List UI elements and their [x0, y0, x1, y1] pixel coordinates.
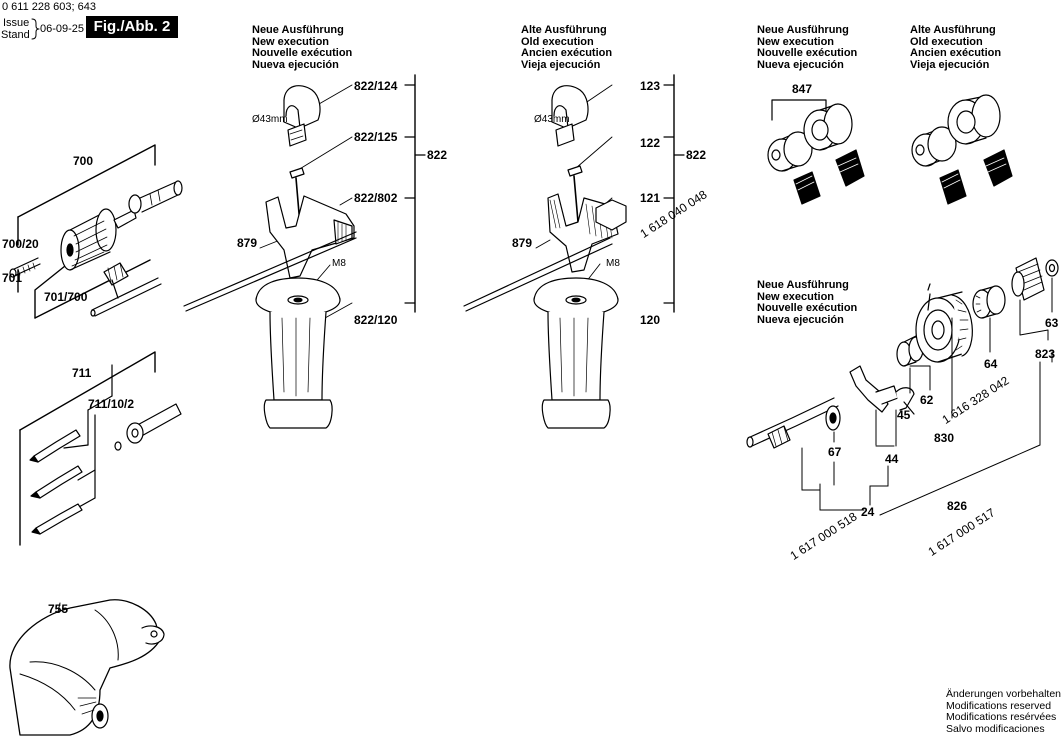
heading-line-es: Vieja ejecución	[521, 58, 601, 71]
drill-chuck-700-drawing	[9, 144, 183, 319]
heading-old-execution-bushing: Alte Ausführung Old execution Ancien exé…	[910, 24, 1002, 71]
part-label-711-10-2: 711/10/2	[88, 397, 135, 411]
part-label-67: 67	[828, 445, 842, 459]
part-label-701: 701	[2, 271, 23, 285]
part-label-24: 24	[861, 505, 875, 519]
part-label-879-old: 879	[512, 236, 533, 250]
part-label-822-124: 822/124	[354, 79, 398, 93]
heading-line-fr: Nouvelle exécution	[757, 47, 858, 59]
heading-line-fr: Nouvelle exécution	[757, 302, 858, 314]
heading-new-execution-bushing: Neue Ausführung New execution Nouvelle e…	[757, 24, 858, 71]
diameter-annotation-old: Ø43mm	[534, 114, 570, 125]
heading-old-execution-handle: Alte Ausführung Old execution Ancien exé…	[521, 24, 613, 71]
part-label-64: 64	[984, 357, 998, 371]
part-label-63: 63	[1045, 316, 1059, 330]
angle-attachment-755-drawing	[9, 599, 165, 736]
notice-line-de: Änderungen vorbehalten	[946, 688, 1062, 700]
part-label-755: 755	[48, 602, 69, 616]
bushing-old-drawing	[911, 94, 1013, 205]
modifications-notice: Änderungen vorbehalten Modifications res…	[946, 688, 1062, 735]
part-label-826: 826	[947, 499, 968, 513]
notice-line-es: Salvo modificaciones	[946, 722, 1045, 735]
part-label-45: 45	[897, 408, 911, 422]
heading-line-de: Alte Ausführung	[521, 24, 607, 36]
part-label-822-802: 822/802	[354, 191, 398, 205]
heading-line-es: Nueva ejecución	[252, 58, 339, 71]
heading-line-fr: Ancien exécution	[521, 47, 613, 59]
side-handle-new-drawing	[183, 74, 426, 429]
part-label-711: 711	[72, 366, 92, 380]
part-label-830: 830	[934, 431, 955, 445]
heading-line-es: Nueva ejecución	[757, 58, 844, 71]
heading-line-en: New execution	[757, 290, 835, 303]
heading-line-fr: Ancien exécution	[910, 47, 1002, 59]
heading-line-de: Alte Ausführung	[910, 24, 996, 36]
heading-line-en: Old execution	[910, 35, 983, 48]
thread-annotation-new: M8	[332, 258, 346, 269]
part-label-62: 62	[920, 393, 934, 407]
part-label-44: 44	[885, 452, 899, 466]
part-label-847: 847	[792, 82, 813, 96]
diameter-annotation-new: Ø43mm	[252, 114, 288, 125]
heading-line-en: Old execution	[521, 35, 594, 48]
notice-line-fr: Modifications resérvées	[946, 711, 1057, 723]
heading-new-execution-gear: Neue Ausführung New execution Nouvelle e…	[757, 279, 858, 326]
header-brace	[31, 18, 40, 40]
heading-line-es: Vieja ejecución	[910, 58, 990, 71]
part-label-121: 121	[640, 191, 661, 205]
part-label-822-125: 822/125	[354, 130, 398, 144]
heading-line-es: Nueva ejecución	[757, 313, 844, 326]
thread-annotation-old: M8	[606, 258, 620, 269]
part-label-879-new: 879	[237, 236, 258, 250]
heading-line-en: New execution	[252, 35, 330, 48]
issue-label: Issue	[3, 17, 30, 29]
part-label-822-old: 822	[686, 148, 707, 162]
part-label-823: 823	[1035, 347, 1056, 361]
part-label-700-20: 700/20	[2, 237, 39, 251]
heading-line-fr: Nouvelle exécution	[252, 47, 353, 59]
part-label-120: 120	[640, 313, 661, 327]
screwdriver-bits-711-drawing	[19, 351, 182, 546]
heading-line-de: Neue Ausführung	[252, 24, 344, 36]
notice-line-en: Modifications reserved	[946, 699, 1052, 712]
side-handle-old-drawing	[463, 74, 685, 429]
part-label-822-120: 822/120	[354, 313, 398, 327]
heading-line-de: Neue Ausführung	[757, 24, 849, 36]
figure-label: Fig./Abb. 2	[86, 16, 178, 38]
part-label-822-new: 822	[427, 148, 448, 162]
issue-date: 06-09-25	[40, 23, 85, 35]
part-label-701-700: 701/700	[44, 290, 88, 304]
document-number: 0 611 228 603; 643	[2, 1, 96, 13]
heading-new-execution-handle: Neue Ausführung New execution Nouvelle e…	[252, 24, 353, 71]
part-label-123: 123	[640, 79, 661, 93]
bushing-847-new-drawing	[767, 99, 865, 205]
spindle-gear-assembly-drawing	[746, 257, 1059, 516]
heading-line-en: New execution	[757, 35, 835, 48]
part-label-122: 122	[640, 136, 661, 150]
stand-label: Stand	[1, 29, 30, 41]
part-label-700: 700	[73, 154, 94, 168]
heading-line-de: Neue Ausführung	[757, 279, 849, 291]
